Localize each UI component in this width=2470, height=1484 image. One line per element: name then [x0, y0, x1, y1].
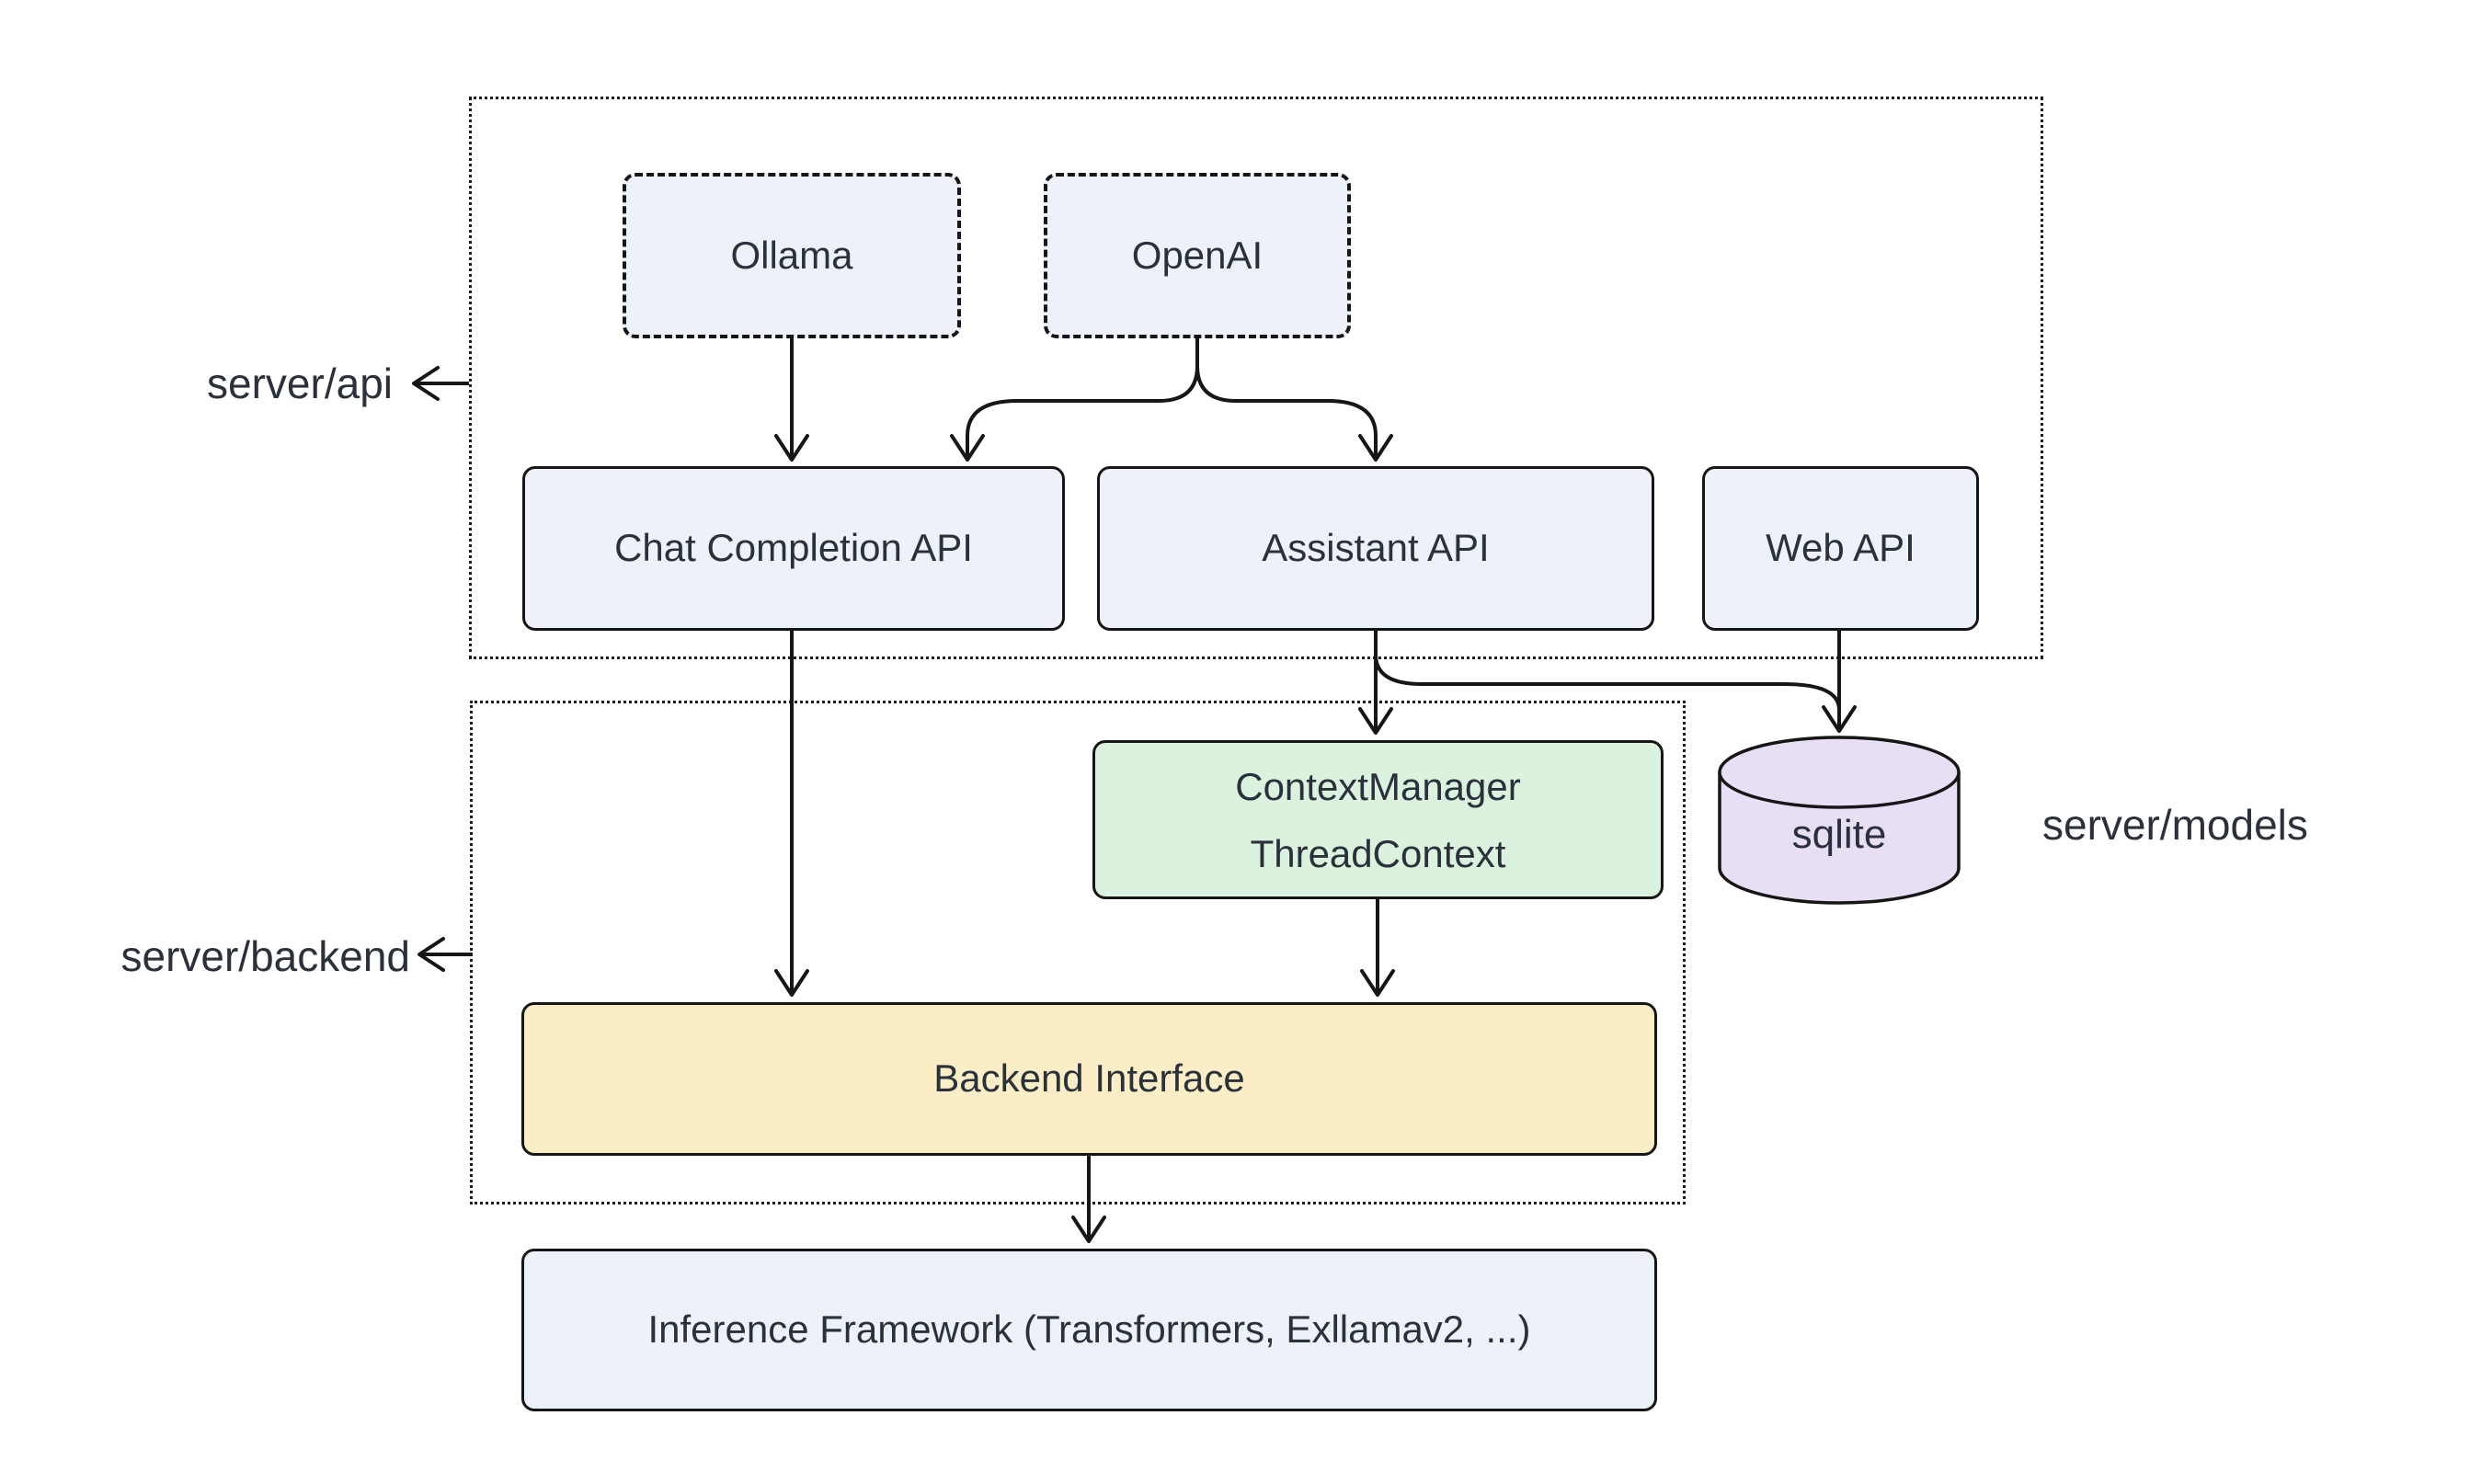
- assistant-api-node: Assistant API: [1097, 466, 1654, 631]
- backend-interface-node: Backend Interface: [521, 1002, 1657, 1156]
- context-manager-line2: ThreadContext: [1250, 831, 1506, 875]
- context-manager-node: ContextManager ThreadContext: [1092, 740, 1664, 899]
- web-api-label: Web API: [1766, 526, 1915, 570]
- server-models-label: server/models: [2042, 801, 2308, 849]
- server-api-container: [469, 97, 2043, 659]
- chat-completion-api-node: Chat Completion API: [522, 466, 1065, 631]
- sqlite-label: sqlite: [1791, 812, 1887, 857]
- server-backend-label: server/backend: [120, 932, 411, 980]
- context-manager-line1: ContextManager: [1235, 764, 1521, 808]
- web-api-node: Web API: [1702, 466, 1979, 631]
- backend-interface-label: Backend Interface: [933, 1056, 1245, 1101]
- openai-label: OpenAI: [1131, 233, 1264, 277]
- inference-framework-label: Inference Framework (Transformers, Exlla…: [647, 1307, 1531, 1352]
- ollama-node: Ollama: [623, 173, 961, 338]
- server-api-label: server/api: [207, 360, 393, 407]
- ollama-label: Ollama: [730, 233, 853, 277]
- assistant-api-label: Assistant API: [1262, 526, 1490, 570]
- inference-framework-node: Inference Framework (Transformers, Exlla…: [521, 1249, 1657, 1411]
- openai-node: OpenAI: [1044, 173, 1351, 338]
- chat-completion-api-label: Chat Completion API: [614, 526, 973, 570]
